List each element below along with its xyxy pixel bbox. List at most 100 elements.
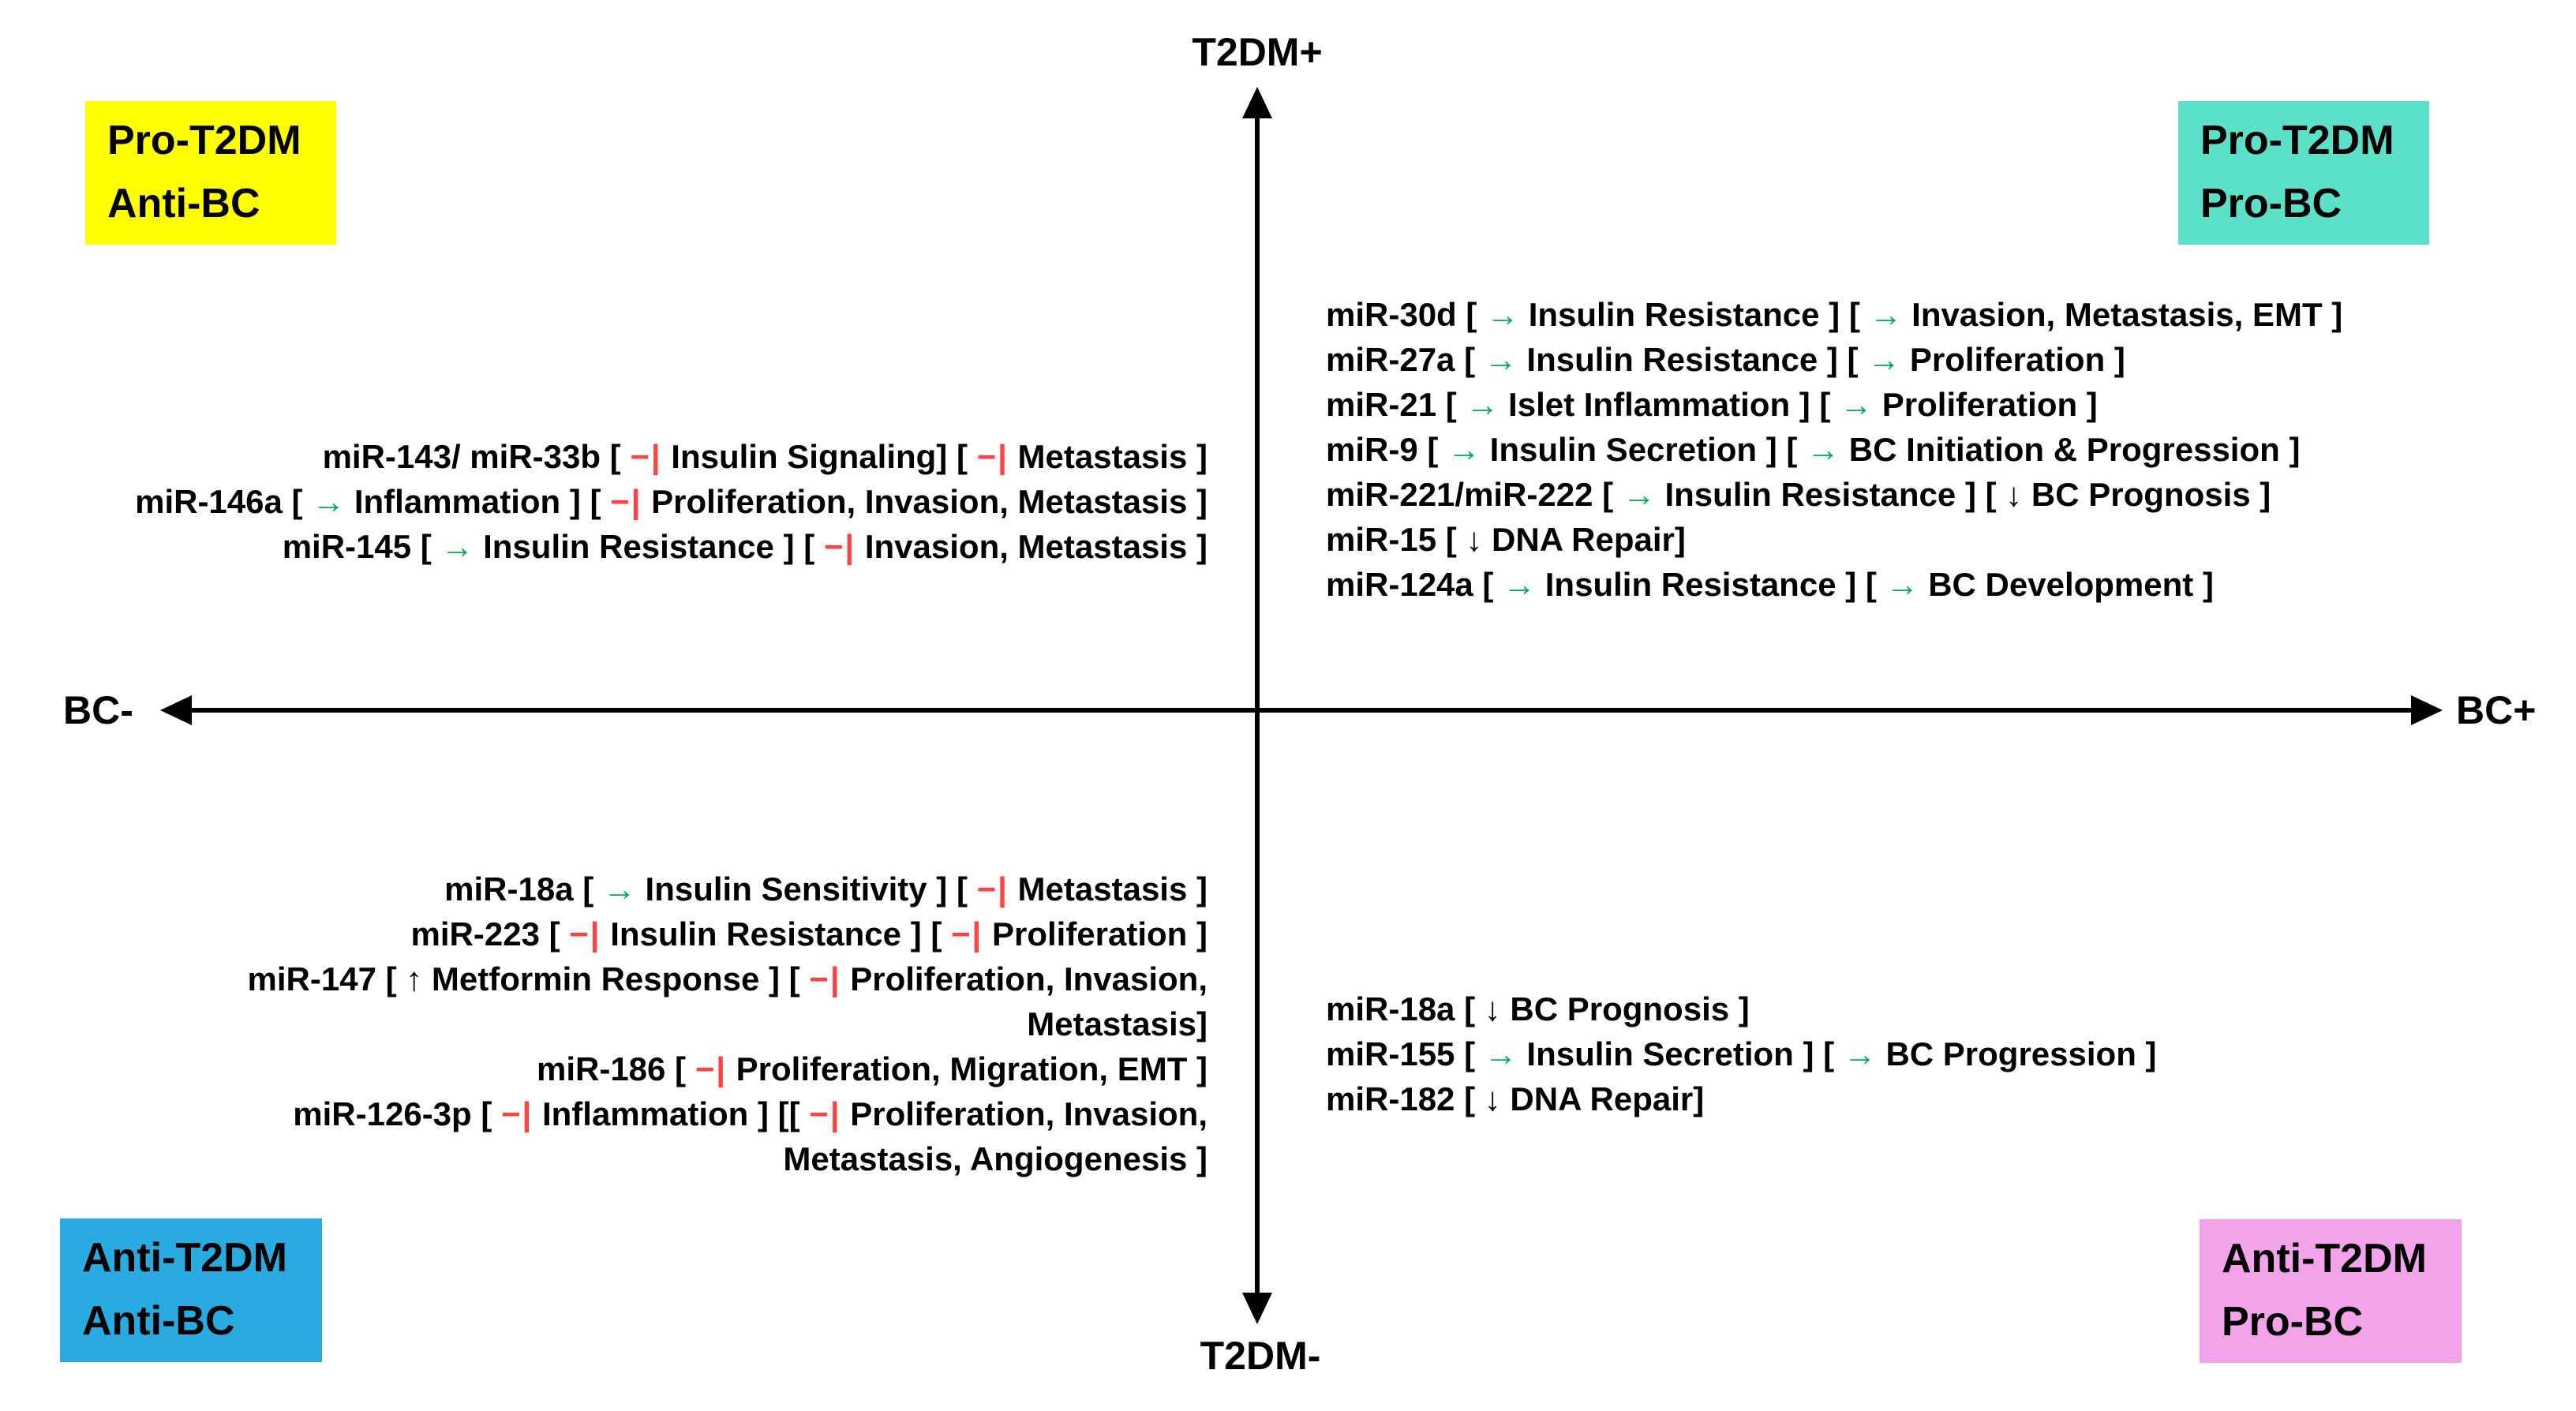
entry-text: Proliferation ] (983, 915, 1208, 953)
inhibit-bar-icon: −| (976, 870, 1009, 908)
quadrant-box-line: Pro-BC (2200, 181, 2342, 226)
entry-text: Invasion, Metastasis, EMT ] (1902, 296, 2343, 333)
promote-arrow-icon: → (1867, 341, 1901, 378)
mirna-entry: miR-9 [ → Insulin Secretion ] [ → BC Ini… (1326, 427, 2342, 472)
mirna-entry: miR-15 [ ↓ DNA Repair] (1326, 517, 2342, 562)
entry-text: Proliferation, Invasion, (841, 1095, 1208, 1132)
mirna-entry: miR-146a [ → Inflammation ] [ −| Prolife… (135, 479, 1208, 524)
promote-arrow-icon: → (1484, 341, 1518, 378)
entry-text: Insulin Signaling] [ (661, 438, 977, 475)
bc-positive-axis-label: BC+ (2456, 688, 2537, 732)
entry-text: miR-21 [ (1326, 386, 1466, 423)
inhibit-bar-icon: −| (951, 915, 983, 953)
entry-text: Metastasis ] (1008, 870, 1208, 908)
promote-arrow-icon: → (1484, 1035, 1518, 1072)
t2dm-positive-axis-label: T2DM+ (1192, 30, 1323, 74)
entry-text: Insulin Resistance ] [ (1655, 476, 2006, 513)
entry-text: BC Progression ] (1876, 1035, 2157, 1072)
mirna-entry: Metastasis, Angiogenesis ] (248, 1136, 1208, 1181)
mirna-entry: miR-143/ miR-33b [ −| Insulin Signaling]… (135, 434, 1208, 479)
bc-negative-axis-label: BC- (63, 688, 133, 732)
inhibit-bar-icon: −| (610, 483, 642, 520)
promote-arrow-icon: → (1840, 386, 1874, 423)
entries-pro-t2dm-anti-bc: miR-143/ miR-33b [ −| Insulin Signaling]… (135, 434, 1208, 569)
mirna-entry: miR-30d [ → Insulin Resistance ] [ → Inv… (1326, 292, 2342, 337)
entry-text: Proliferation, Migration, EMT ] (727, 1050, 1208, 1087)
promote-arrow-icon: → (312, 483, 346, 520)
entry-text: miR-221/miR-222 [ (1326, 476, 1623, 513)
entry-text: miR-147 [ (247, 960, 406, 997)
promote-arrow-icon: → (1807, 431, 1840, 468)
entry-text: miR-223 [ (410, 915, 570, 953)
mirna-entry: miR-124a [ → Insulin Resistance ] [ → BC… (1326, 562, 2342, 607)
mirna-entry: miR-18a [ → Insulin Sensitivity ] [ −| M… (248, 866, 1208, 911)
axis-arrow-up-icon (1242, 87, 1272, 118)
entry-text: Metastasis] (1027, 1005, 1208, 1042)
entry-text: Insulin Resistance ] [ (1517, 341, 1868, 378)
increase-arrow-icon: ↑ (406, 960, 423, 997)
inhibit-bar-icon: −| (809, 960, 841, 997)
promote-arrow-icon: → (602, 870, 636, 908)
entry-text: DNA Repair] (1500, 1080, 1705, 1117)
entry-text: Metastasis, Angiogenesis ] (783, 1140, 1208, 1177)
mirna-entry: miR-155 [ → Insulin Secretion ] [ → BC P… (1326, 1031, 2157, 1076)
entry-text: Invasion, Metastasis ] (856, 528, 1208, 565)
promote-arrow-icon: → (1447, 431, 1481, 468)
decrease-arrow-icon: ↓ (2005, 476, 2023, 513)
quadrant-box-line: Anti-BC (107, 181, 260, 226)
entry-text: BC Prognosis ] (2022, 476, 2271, 513)
entry-text: Insulin Resistance ] [ (1519, 296, 1870, 333)
promote-arrow-icon: → (1843, 1035, 1877, 1072)
promote-arrow-icon: → (1869, 296, 1903, 333)
quadrant-box-line: Pro-T2DM (107, 118, 301, 163)
entry-text: Insulin Sensitivity ] [ (635, 870, 977, 908)
entry-text: Proliferation, Invasion, (841, 960, 1208, 997)
entry-text: miR-18a [ (444, 870, 603, 908)
mirna-entry: miR-27a [ → Insulin Resistance ] [ → Pro… (1326, 337, 2342, 382)
mirna-entry: miR-182 [ ↓ DNA Repair] (1326, 1076, 2157, 1121)
quadrant-box-line: Pro-T2DM (2200, 118, 2394, 163)
entry-text: Insulin Resistance ] [ (474, 528, 824, 565)
entry-text: miR-124a [ (1326, 566, 1503, 603)
entry-text: miR-186 [ (536, 1050, 695, 1087)
entry-text: miR-9 [ (1326, 431, 1448, 468)
promote-arrow-icon: → (1885, 566, 1919, 603)
axis-arrow-left-icon (160, 695, 192, 725)
promote-arrow-icon: → (1466, 386, 1500, 423)
entry-text: miR-18a [ (1326, 990, 1485, 1027)
inhibit-bar-icon: −| (809, 1095, 841, 1132)
entry-text: BC Development ] (1919, 566, 2214, 603)
inhibit-bar-icon: −| (976, 438, 1009, 475)
entry-text: miR-143/ miR-33b [ (322, 438, 631, 475)
quadrant-box-pro-t2dm-pro-bc: Pro-T2DM Pro-BC (2178, 101, 2429, 245)
quadrant-box-anti-t2dm-pro-bc: Anti-T2DM Pro-BC (2200, 1219, 2462, 1363)
mirna-entry: miR-147 [ ↑ Metformin Response ] [ −| Pr… (248, 956, 1208, 1001)
entry-text: miR-146a [ (135, 483, 313, 520)
quadrant-box-line: Anti-BC (82, 1298, 235, 1344)
entry-text: Insulin Secretion ] [ (1517, 1035, 1844, 1072)
mirna-entry: miR-21 [ → Islet Inflammation ] [ → Prol… (1326, 382, 2342, 427)
entry-text: miR-126-3p [ (293, 1095, 502, 1132)
entries-anti-t2dm-anti-bc: miR-18a [ → Insulin Sensitivity ] [ −| M… (248, 866, 1208, 1181)
mirna-entry: miR-18a [ ↓ BC Prognosis ] (1326, 986, 2157, 1031)
bc-axis-line (185, 708, 2419, 713)
inhibit-bar-icon: −| (823, 528, 856, 565)
entries-pro-t2dm-pro-bc: miR-30d [ → Insulin Resistance ] [ → Inv… (1326, 292, 2342, 607)
quadrant-box-pro-t2dm-anti-bc: Pro-T2DM Anti-BC (85, 101, 336, 245)
inhibit-bar-icon: −| (630, 438, 662, 475)
entry-text: Proliferation, Invasion, Metastasis ] (642, 483, 1208, 520)
quadrant-box-line: Anti-T2DM (2222, 1236, 2427, 1282)
promote-arrow-icon: → (1503, 566, 1537, 603)
entry-text: Inflammation ] [[ (533, 1095, 810, 1132)
entry-text: Islet Inflammation ] [ (1499, 386, 1840, 423)
entry-text: Insulin Secretion ] [ (1481, 431, 1807, 468)
promote-arrow-icon: → (440, 528, 474, 565)
t2dm-negative-axis-label: T2DM- (1200, 1334, 1321, 1378)
axis-arrow-down-icon (1242, 1293, 1272, 1324)
quadrant-box-line: Anti-T2DM (82, 1235, 287, 1281)
inhibit-bar-icon: −| (501, 1095, 534, 1132)
mirna-entry: miR-221/miR-222 [ → Insulin Resistance ]… (1326, 472, 2342, 517)
entry-text: miR-15 [ (1326, 521, 1466, 558)
mirna-entry: Metastasis] (248, 1001, 1208, 1046)
